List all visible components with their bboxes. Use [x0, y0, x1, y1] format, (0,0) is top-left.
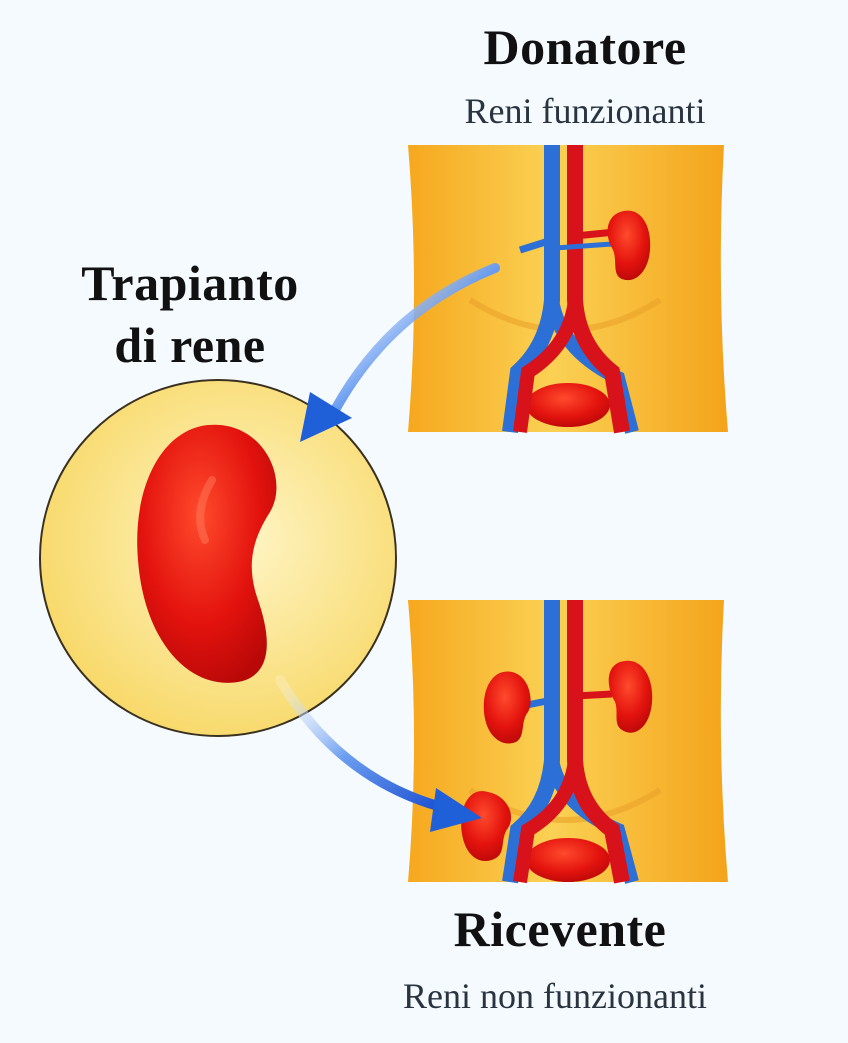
donor-title: Donatore [420, 18, 750, 76]
recipient-subtitle: Reni non funzionanti [340, 975, 770, 1017]
donor-bladder [526, 383, 610, 427]
recipient-torso [408, 600, 728, 882]
transplant-title: Trapianto di rene [40, 252, 340, 376]
donor-subtitle: Reni funzionanti [395, 90, 775, 132]
transplant-title-line2: di rene [40, 314, 340, 376]
transplant-title-line1: Trapianto [40, 252, 340, 314]
recipient-bladder [526, 838, 610, 882]
recipient-title: Ricevente [395, 900, 725, 958]
kidney-close-up [40, 380, 396, 736]
